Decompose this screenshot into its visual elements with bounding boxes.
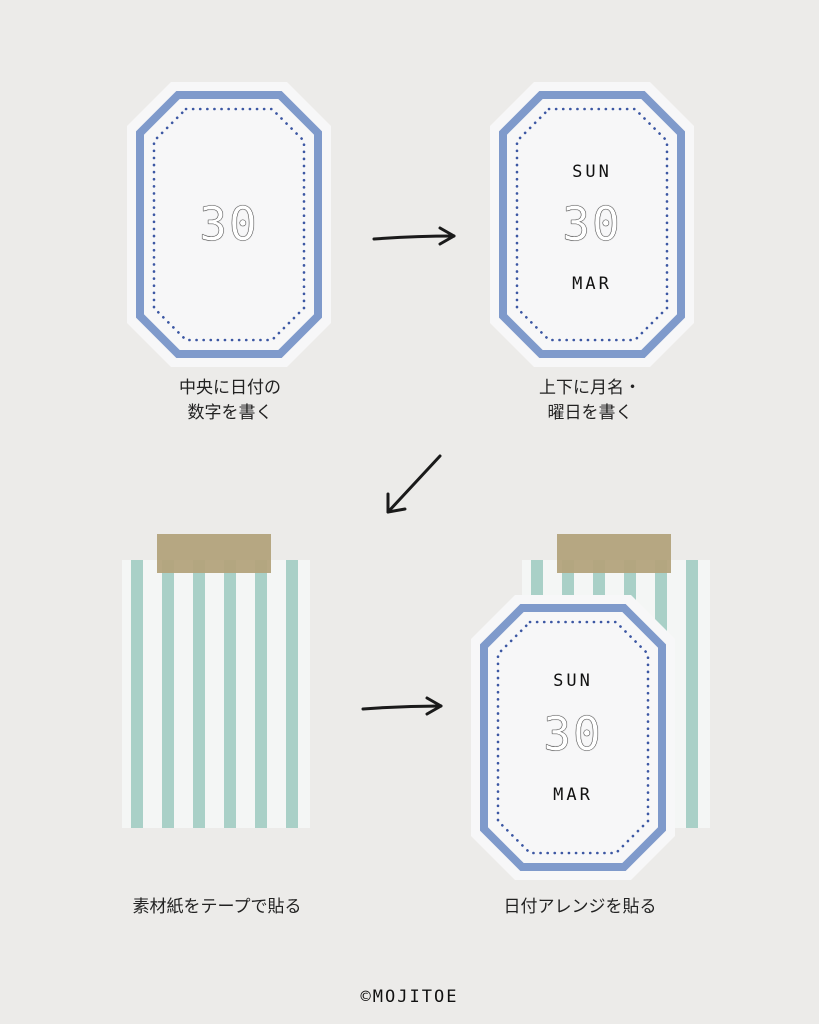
octagon-frame (471, 595, 675, 880)
arrow-right-icon (372, 226, 456, 246)
caption-line: 曜日を書く (547, 403, 633, 423)
date-card-number-only: 30 (127, 82, 331, 367)
blue-border (136, 91, 322, 358)
day-number: 30 (199, 197, 259, 251)
step3-caption: 素材紙をテープで貼る (132, 897, 302, 917)
step1-caption: 中央に日付の 数字を書く (110, 376, 350, 426)
month: MAR (553, 785, 593, 805)
striped-paper (122, 560, 310, 828)
masking-tape (557, 534, 671, 573)
paper (471, 595, 675, 880)
copyright-logo: ©MOJITOE (360, 987, 459, 1007)
weekday: SUN (572, 162, 612, 182)
blue-border (480, 604, 666, 871)
paper (490, 82, 694, 367)
day-number: 30 (562, 197, 622, 251)
date-card-attached: SUN 30 MAR (471, 595, 675, 880)
blue-border (499, 91, 685, 358)
caption-line: 数字を書く (187, 403, 273, 423)
date-card-full: SUN 30 MAR (490, 82, 694, 367)
caption-line: 中央に日付の (179, 378, 281, 398)
arrow-down-left-icon (386, 454, 442, 514)
octagon-frame (127, 82, 331, 367)
caption-line: 上下に月名・ (539, 378, 641, 398)
step2-caption: 上下に月名・ 曜日を書く (470, 376, 710, 426)
masking-tape (157, 534, 271, 573)
month: MAR (572, 274, 612, 294)
weekday: SUN (553, 671, 593, 691)
arrow-right-icon (361, 696, 443, 716)
day-number: 30 (543, 707, 603, 761)
step4-caption: 日付アレンジを貼る (503, 897, 657, 917)
paper (127, 82, 331, 367)
octagon-frame (490, 82, 694, 367)
